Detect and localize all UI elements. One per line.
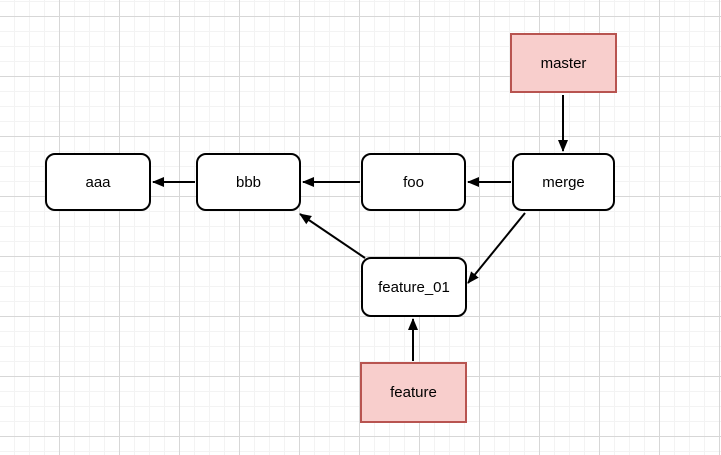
node-aaa-label: aaa [85,173,111,191]
node-foo[interactable]: foo [361,153,466,211]
node-bbb-label: bbb [235,173,262,191]
node-master[interactable]: master [510,33,617,93]
node-foo-label: foo [403,173,424,191]
node-aaa[interactable]: aaa [45,153,151,211]
node-merge[interactable]: merge [512,153,615,211]
node-feature-label: feature [390,384,437,401]
edge-merge-to-feature01[interactable] [467,212,526,284]
node-feature[interactable]: feature [360,362,467,423]
node-bbb[interactable]: bbb [196,153,301,211]
node-merge-label: merge [542,173,585,191]
node-master-label: master [540,54,587,72]
node-feature-01[interactable]: feature_01 [361,257,467,317]
edge-feature01-to-bbb[interactable] [299,213,366,259]
node-feature-01-label: feature_01 [378,278,450,296]
